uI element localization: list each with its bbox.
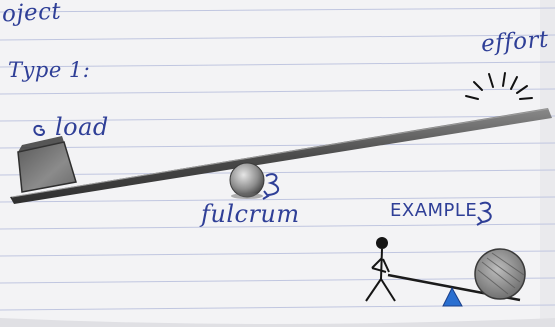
type-label: Type 1: (8, 58, 91, 82)
example-seesaw-drawing (365, 237, 526, 307)
example-arrow-icon (476, 201, 492, 226)
heading-text: oject (1, 0, 62, 28)
example-label: EXAMPLE (390, 200, 478, 221)
example-fulcrum-triangle (442, 286, 463, 307)
ruled-lines (0, 7, 555, 311)
lever-beam (10, 108, 552, 204)
effort-label: effort (480, 26, 550, 58)
fulcrum-arrow-icon (262, 173, 280, 200)
load-label: load (55, 113, 109, 141)
fulcrum-ball (229, 162, 265, 198)
load-arrow-icon (33, 124, 45, 136)
effort-burst-lines (465, 72, 533, 100)
fulcrum-label: fulcrum (201, 200, 300, 228)
